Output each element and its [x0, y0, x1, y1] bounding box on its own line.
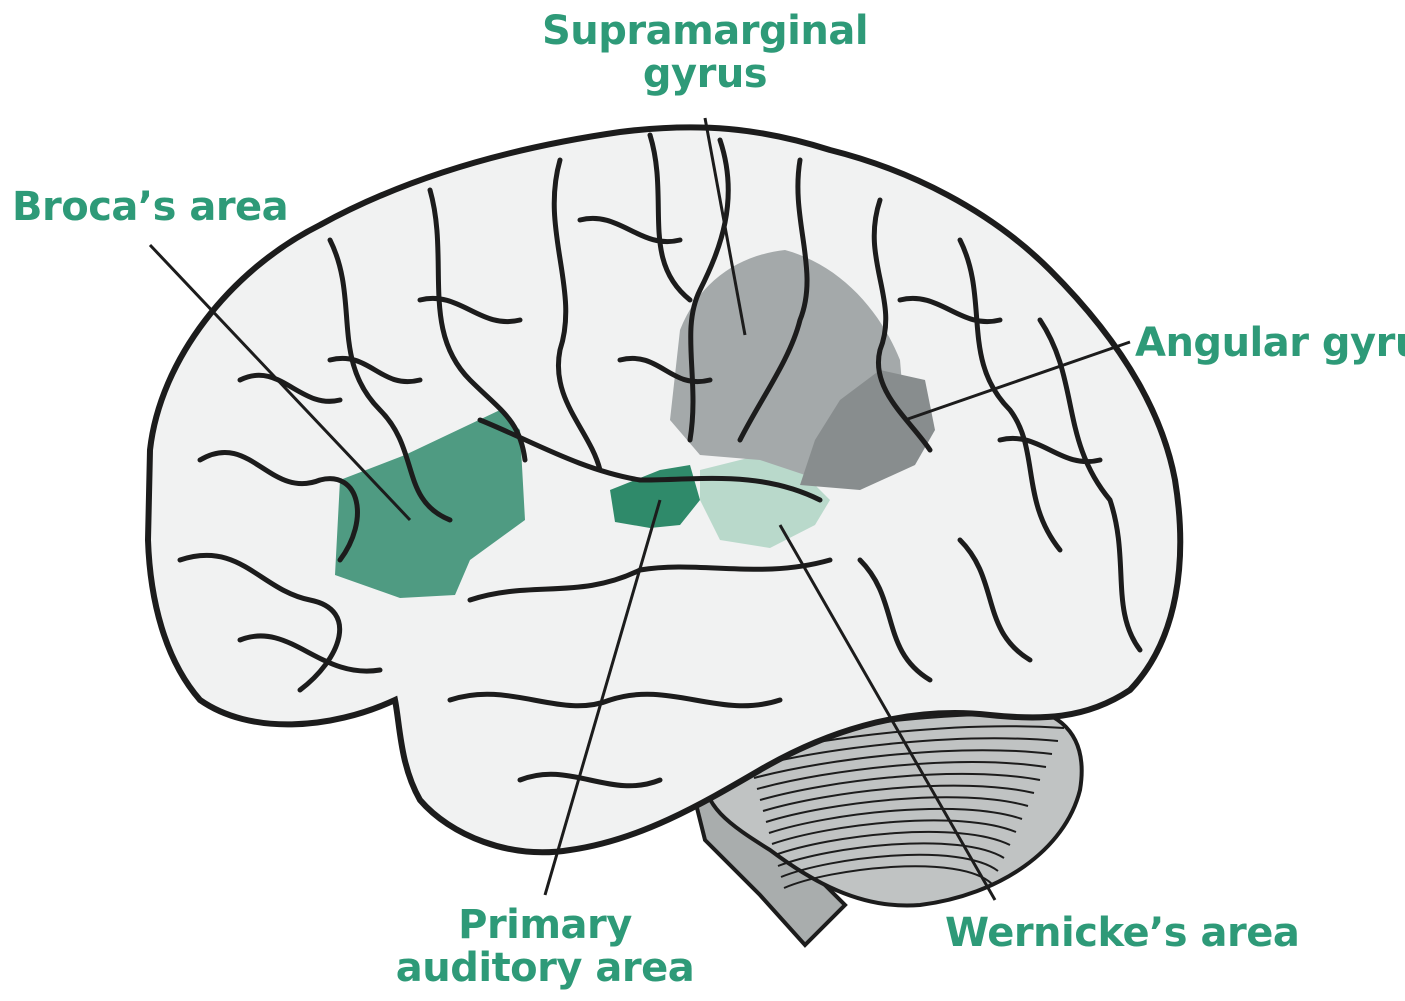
label-primary-line1: Primary — [395, 904, 695, 947]
label-supramarginal-line1: Supramarginal — [540, 10, 870, 53]
label-wernicke-text: Wernicke’s area — [945, 910, 1299, 956]
label-broca-text: Broca’s area — [12, 184, 288, 230]
label-supramarginal-line2: gyrus — [540, 53, 870, 96]
label-supramarginal-gyrus: Supramarginal gyrus — [540, 10, 870, 96]
label-angular-text: Angular gyrus — [1135, 320, 1405, 366]
label-wernickes-area: Wernicke’s area — [945, 912, 1299, 955]
label-brocas-area: Broca’s area — [12, 186, 288, 229]
label-primary-auditory-area: Primary auditory area — [395, 904, 695, 990]
label-angular-gyrus: Angular gyrus — [1135, 322, 1405, 365]
label-primary-line2: auditory area — [395, 947, 695, 990]
